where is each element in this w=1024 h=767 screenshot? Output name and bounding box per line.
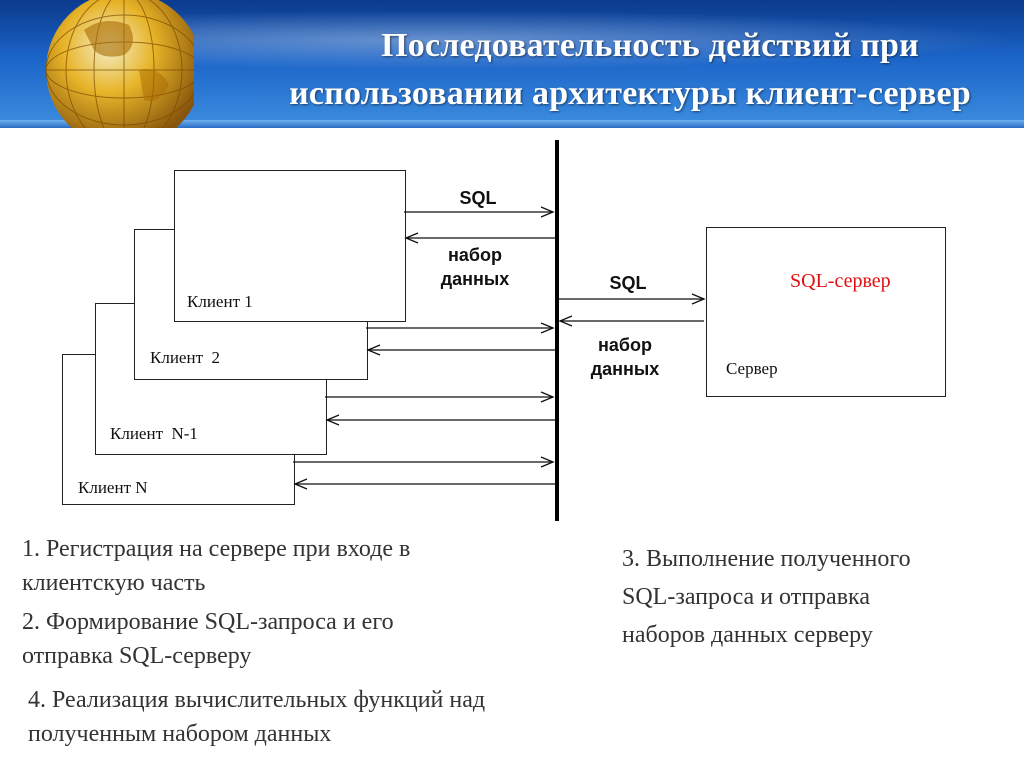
step-2-text: 2. Формирование SQL-запроса и его отправ… <box>22 605 394 673</box>
client-label-n-minus-1: Клиент N-1 <box>110 424 198 443</box>
header-light-streak <box>180 10 1020 70</box>
slide-header: Последовательность действий при использо… <box>0 0 1024 128</box>
sql-server-label: SQL-сервер <box>790 270 891 292</box>
step-4-line-2: полученным набором данных <box>28 721 332 747</box>
page-title: Последовательность действий при использо… <box>240 22 1020 118</box>
client-box-1 <box>174 170 406 322</box>
sql-arrow-label-server: SQL <box>609 273 647 293</box>
step-1-line-1: 1. Регистрация на сервере при входе в <box>22 536 411 562</box>
step-3-line-3: наборов данных серверу <box>622 622 873 648</box>
client-label-2: Клиент 2 <box>150 348 220 367</box>
client-server-diagram: Клиент 1 Клиент 2 Клиент N-1 Клиент N <box>0 128 1024 528</box>
step-4-line-1: 4. Реализация вычислительных функций над <box>28 687 486 713</box>
step-3-line-2: SQL-запроса и отправка <box>622 584 870 610</box>
data-set-label-server-line1: набор <box>598 335 652 355</box>
title-line-2: использовании архитектуры клиент-сервер <box>289 75 971 112</box>
connection-lines <box>293 140 706 521</box>
step-3-text: 3. Выполнение полученного SQL-запроса и … <box>622 540 911 654</box>
step-3-line-1: 3. Выполнение полученного <box>622 546 911 572</box>
step-2-line-2: отправка SQL-серверу <box>22 643 252 669</box>
step-2-line-1: 2. Формирование SQL-запроса и его <box>22 609 394 635</box>
title-line-1: Последовательность действий при <box>381 27 919 64</box>
data-set-label-client-line1: набор <box>448 245 502 265</box>
step-4-text: 4. Реализация вычислительных функций над… <box>28 683 485 751</box>
data-set-label-client-line2: данных <box>440 269 510 289</box>
server-box <box>706 227 946 397</box>
client-label-n: Клиент N <box>78 478 148 497</box>
data-set-label-server-line2: данных <box>590 359 660 379</box>
client-label-1: Клиент 1 <box>187 292 253 311</box>
server-label: Сервер <box>726 359 778 378</box>
step-1-text: 1. Регистрация на сервере при входе в кл… <box>22 532 410 600</box>
sql-arrow-label-client: SQL <box>459 188 497 208</box>
globe-icon <box>45 0 194 128</box>
step-1-line-2: клиентскую часть <box>22 570 206 596</box>
header-divider <box>0 120 1024 128</box>
